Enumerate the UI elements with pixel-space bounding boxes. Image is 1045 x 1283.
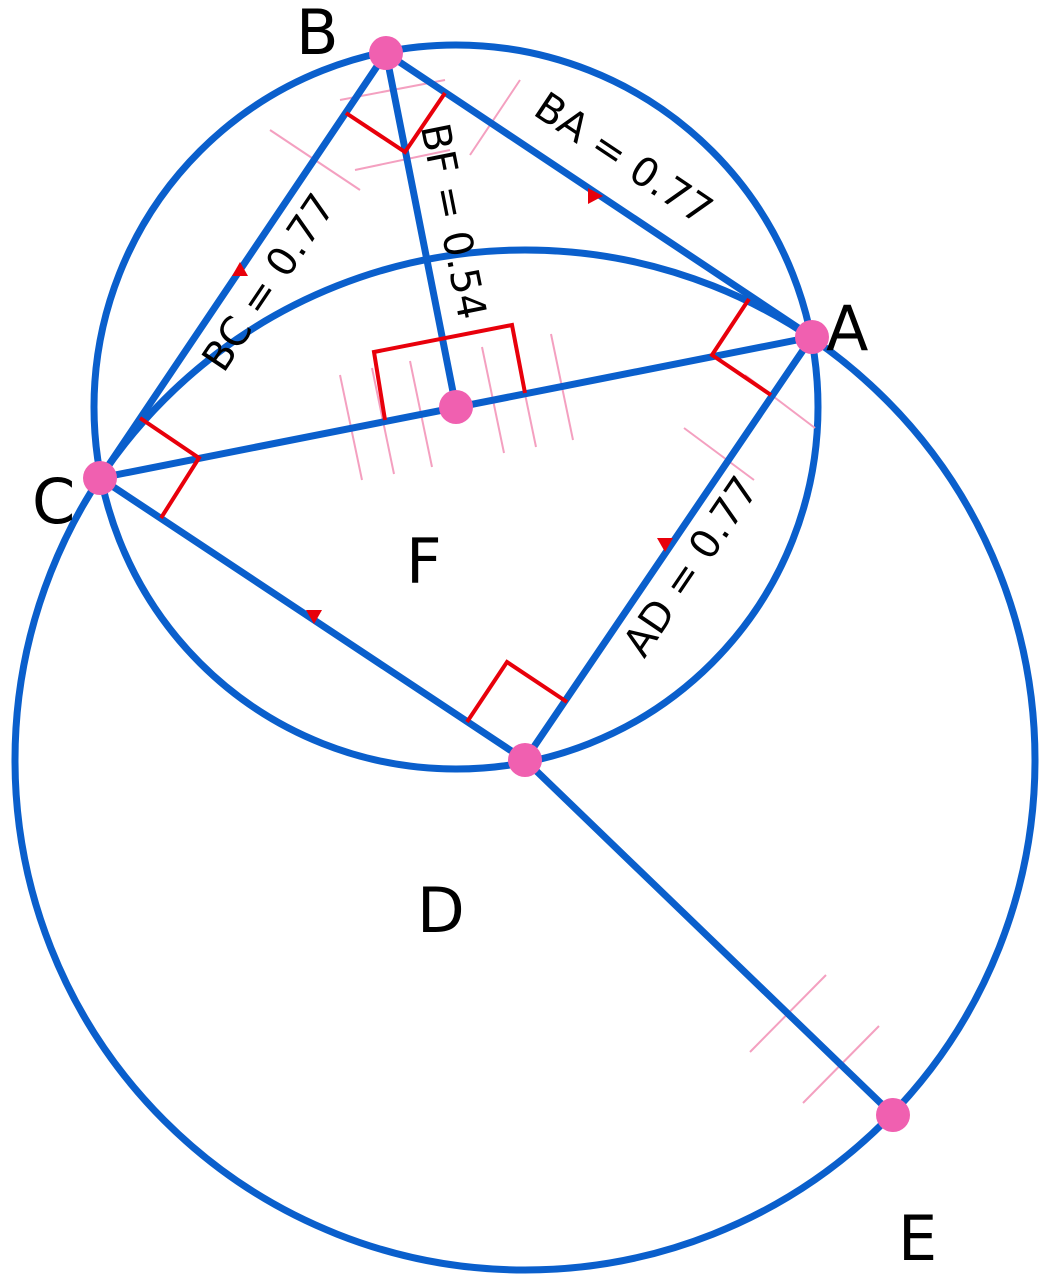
- tick-marks: [269, 79, 880, 1104]
- right-angle-markers: [138, 91, 773, 724]
- point-d: [508, 743, 542, 777]
- label-b: B: [296, 0, 339, 69]
- label-e: E: [898, 1202, 937, 1275]
- label-a: A: [826, 292, 868, 365]
- label-f: F: [406, 525, 442, 598]
- label-d: D: [417, 874, 465, 947]
- point-c: [83, 461, 117, 495]
- segment-de: [521, 756, 897, 1119]
- right-angle-a: [709, 297, 773, 397]
- arrow-cd: [306, 610, 322, 624]
- measure-bf: BF = 0.54: [411, 120, 495, 324]
- right-angle-f: [371, 322, 527, 421]
- point-b: [369, 36, 403, 70]
- arrow-ad: [657, 538, 673, 552]
- point-a: [795, 320, 829, 354]
- right-angle-c: [138, 416, 202, 520]
- circle-small: [90, 41, 822, 773]
- point-f: [439, 390, 473, 424]
- right-angle-b: [344, 91, 447, 155]
- circle-large: [11, 246, 1039, 1274]
- right-angle-d: [465, 659, 569, 724]
- direction-arrows: [232, 188, 673, 624]
- arrow-bc: [232, 262, 248, 276]
- point-e: [876, 1098, 910, 1132]
- points: [83, 36, 910, 1132]
- segment-bc: [96, 49, 390, 482]
- measure-bc: BC = 0.77: [194, 186, 345, 380]
- arrow-ba: [588, 188, 603, 204]
- measure-ad: AD = 0.77: [614, 468, 768, 665]
- segment-bf: [382, 49, 460, 411]
- segment-ad: [521, 333, 816, 764]
- label-c: C: [32, 465, 75, 538]
